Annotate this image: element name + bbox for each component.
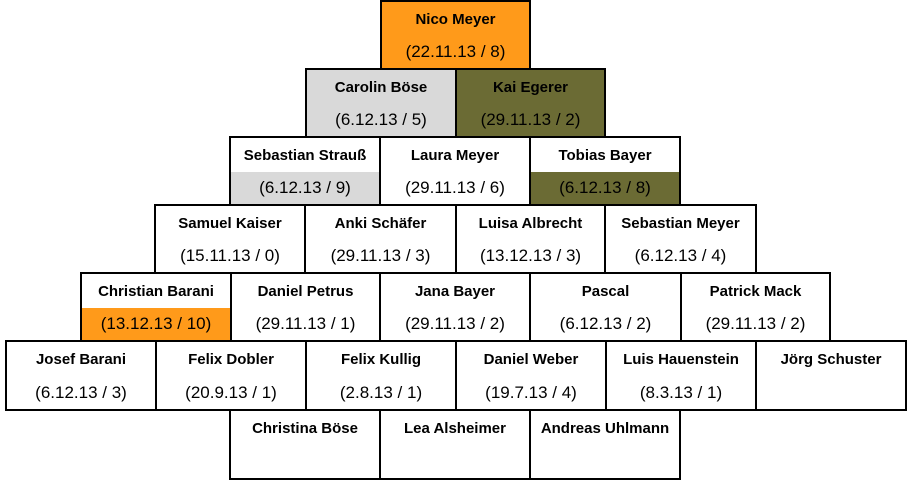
- cell-stat: (29.11.13 / 6): [381, 172, 529, 204]
- cell-stat: (13.12.13 / 10): [82, 308, 230, 340]
- cell-stat: (29.11.13 / 2): [381, 308, 529, 340]
- cell-stat: [757, 376, 905, 409]
- cell-name: Daniel Weber: [457, 342, 605, 376]
- cell-name: Christian Barani: [98, 282, 214, 300]
- pyramid-cell: Kai Egerer (29.11.13 / 2): [455, 68, 606, 138]
- cell-stat: (8.3.13 / 1): [607, 376, 755, 409]
- cell-name: Carolin Böse: [307, 70, 455, 104]
- cell-stat: [381, 445, 529, 478]
- pyramid-cell: Sebastian Strauß (6.12.13 / 9): [229, 136, 381, 206]
- cell-name: Daniel Petrus: [232, 274, 379, 308]
- cell-stat: (6.12.13 / 8): [531, 172, 679, 204]
- cell-stat: (6.12.13 / 2): [531, 308, 680, 340]
- cell-name: Pascal: [531, 274, 680, 308]
- cell-stat: [231, 445, 379, 478]
- cell-stat: (19.7.13 / 4): [457, 376, 605, 409]
- pyramid-cell: Patrick Mack (29.11.13 / 2): [680, 272, 831, 342]
- cell-name: Josef Barani: [7, 342, 155, 376]
- cell-stat: (6.12.13 / 9): [231, 172, 379, 204]
- cell-name: Christina Böse: [231, 411, 379, 445]
- cell-stat: (15.11.13 / 0): [156, 240, 304, 272]
- cell-name: Sebastian Meyer: [606, 206, 755, 240]
- cell-name: Jörg Schuster: [757, 342, 905, 376]
- cell-stat: (13.12.13 / 3): [457, 240, 604, 272]
- cell-stat: (6.12.13 / 3): [7, 376, 155, 409]
- cell-name: Luis Hauenstein: [607, 342, 755, 376]
- pyramid-cell: Samuel Kaiser (15.11.13 / 0): [154, 204, 306, 274]
- cell-name: Anki Schäfer: [306, 206, 455, 240]
- cell-name: Kai Egerer: [457, 70, 604, 104]
- cell-name: Lea Alsheimer: [381, 411, 529, 445]
- pyramid-cell: Pascal (6.12.13 / 2): [529, 272, 682, 342]
- cell-stat: (20.9.13 / 1): [157, 376, 305, 409]
- pyramid-cell: Josef Barani (6.12.13 / 3): [5, 340, 157, 411]
- cell-name: Laura Meyer: [381, 138, 529, 172]
- cell-name: Jana Bayer: [381, 274, 529, 308]
- pyramid-cell: Tobias Bayer (6.12.13 / 8): [529, 136, 681, 206]
- pyramid-cell: Felix Kullig (2.8.13 / 1): [305, 340, 457, 411]
- pyramid-cell: Felix Dobler (20.9.13 / 1): [155, 340, 307, 411]
- pyramid-cell: Carolin Böse (6.12.13 / 5): [305, 68, 457, 138]
- cell-name: Andreas Uhlmann: [531, 411, 679, 445]
- cell-name: Felix Kullig: [307, 342, 455, 376]
- cell-stat: [531, 445, 679, 478]
- pyramid-cell: Laura Meyer (29.11.13 / 6): [379, 136, 531, 206]
- cell-stat: (6.12.13 / 4): [606, 240, 755, 272]
- cell-name: Luisa Albrecht: [457, 206, 604, 240]
- cell-name: Nico Meyer: [382, 2, 529, 36]
- cell-name: Sebastian Strauß: [243, 146, 367, 164]
- cell-stat: (29.11.13 / 2): [457, 104, 604, 136]
- pyramid-cell: Daniel Petrus (29.11.13 / 1): [230, 272, 381, 342]
- pyramid-cell: Daniel Weber (19.7.13 / 4): [455, 340, 607, 411]
- cell-stat: (22.11.13 / 8): [382, 36, 529, 68]
- pyramid-cell: Jana Bayer (29.11.13 / 2): [379, 272, 531, 342]
- pyramid-cell: Luis Hauenstein (8.3.13 / 1): [605, 340, 757, 411]
- cell-stat: (2.8.13 / 1): [307, 376, 455, 409]
- cell-stat: (29.11.13 / 3): [306, 240, 455, 272]
- cell-name: Samuel Kaiser: [156, 206, 304, 240]
- pyramid-cell: Nico Meyer (22.11.13 / 8): [380, 0, 531, 70]
- cell-name: Patrick Mack: [682, 274, 829, 308]
- pyramid-cell: Christina Böse: [229, 409, 381, 480]
- cell-name: Felix Dobler: [157, 342, 305, 376]
- pyramid-cell: Jörg Schuster: [755, 340, 907, 411]
- pyramid-cell: Lea Alsheimer: [379, 409, 531, 480]
- pyramid-cell: Anki Schäfer (29.11.13 / 3): [304, 204, 457, 274]
- pyramid-cell: Luisa Albrecht (13.12.13 / 3): [455, 204, 606, 274]
- pyramid-cell: Christian Barani (13.12.13 / 10): [80, 272, 232, 342]
- cell-stat: (6.12.13 / 5): [307, 104, 455, 136]
- cell-stat: (29.11.13 / 1): [232, 308, 379, 340]
- cell-name: Tobias Bayer: [558, 146, 652, 164]
- pyramid-cell: Andreas Uhlmann: [529, 409, 681, 480]
- pyramid-cell: Sebastian Meyer (6.12.13 / 4): [604, 204, 757, 274]
- cell-stat: (29.11.13 / 2): [682, 308, 829, 340]
